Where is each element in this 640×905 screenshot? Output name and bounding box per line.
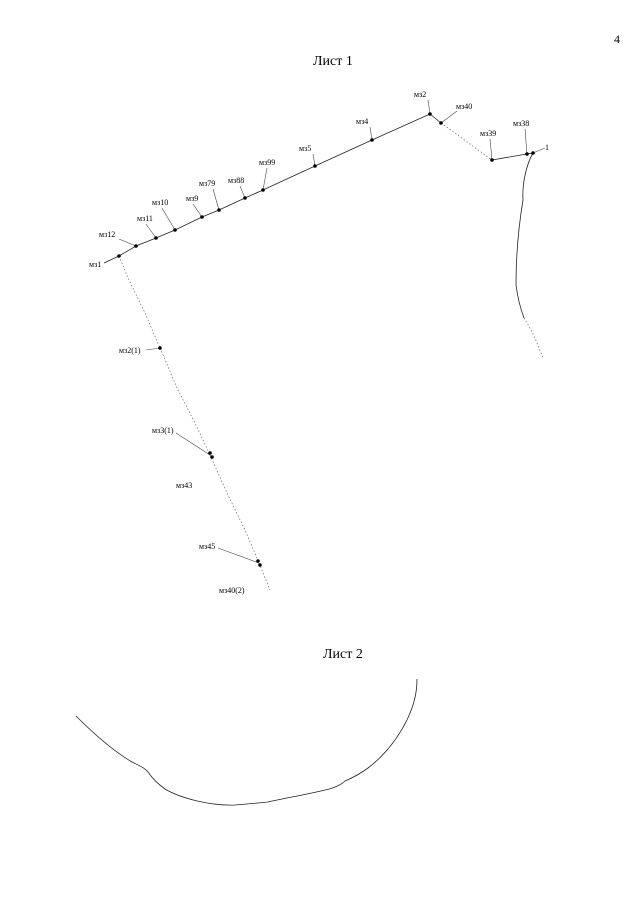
label-mz9: мз9	[186, 194, 198, 203]
label-mz4: мз4	[356, 117, 368, 126]
point-mz3-1a	[208, 451, 212, 455]
label-mz12: мз12	[99, 230, 115, 239]
point-mz99	[261, 188, 265, 192]
survey-points	[117, 112, 535, 567]
page-number: 4	[614, 32, 620, 46]
boundary-right-curve	[515, 152, 534, 319]
label-mz3-1: мз3(1)	[152, 426, 174, 435]
point-mz79	[217, 208, 221, 212]
point-mz2-1	[158, 346, 162, 350]
label-mz40-2: мз40(2)	[219, 586, 245, 595]
label-mz5: мз5	[299, 144, 311, 153]
label-mz79: мз79	[199, 179, 215, 188]
point-mz38	[525, 152, 529, 156]
sheet-2-boundary-curve	[75, 678, 418, 806]
point-mz5	[313, 164, 317, 168]
label-mz10: мз10	[152, 198, 168, 207]
boundary-line-mz2-mz40	[429, 113, 442, 124]
sheet-1-title: Лист 1	[313, 54, 353, 69]
label-mz38: мз38	[513, 119, 529, 128]
label-mz2: мз2	[414, 90, 426, 99]
point-mz12	[134, 244, 138, 248]
sheet-1-boundary	[103, 113, 544, 591]
point-labels: мз2 мз40 мз4 мз38 мз39 1 мз5 мз99 мз88 м…	[89, 90, 549, 595]
point-mz3-1b	[210, 455, 214, 459]
boundary-left-lower	[209, 454, 271, 591]
point-mz2	[428, 112, 432, 116]
label-mz99: мз99	[259, 158, 275, 167]
point-mz9	[200, 215, 204, 219]
boundary-left-upper	[118, 255, 161, 349]
point-mz10	[173, 228, 177, 232]
boundary-line-mz40-mz39	[440, 122, 493, 161]
point-mz88	[243, 196, 247, 200]
sheet-2-title: Лист 2	[323, 647, 363, 662]
point-mz4	[370, 138, 374, 142]
label-mz39: мз39	[480, 129, 496, 138]
label-1: 1	[545, 143, 549, 152]
point-mz40	[439, 121, 443, 125]
point-1	[531, 151, 535, 155]
boundary-line-mz1-mz2	[103, 113, 431, 264]
point-mz39	[490, 158, 494, 162]
point-mz45b	[258, 563, 262, 567]
point-mz11	[154, 236, 158, 240]
label-mz2-1: мз2(1)	[119, 346, 141, 355]
point-mz1	[117, 254, 121, 258]
point-mz45a	[256, 559, 260, 563]
label-mz43: мз43	[176, 481, 192, 490]
boundary-left-middle	[159, 347, 211, 456]
label-mz45: мз45	[199, 542, 215, 551]
label-mz1: мз1	[89, 260, 101, 269]
boundary-right-tail	[523, 317, 544, 359]
label-mz11: мз11	[137, 214, 153, 223]
label-mz40: мз40	[456, 102, 472, 111]
leader-lines	[118, 99, 546, 564]
label-mz88: мз88	[228, 176, 244, 185]
